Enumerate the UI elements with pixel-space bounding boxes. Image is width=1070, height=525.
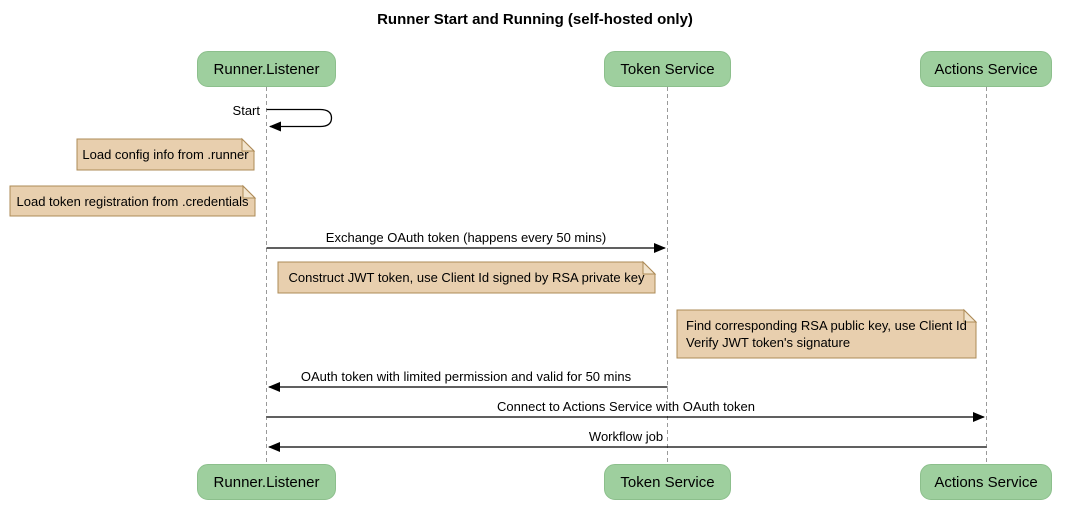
note-shape-find-rsa-key	[676, 308, 978, 359]
actor-token-service-top: Token Service	[604, 51, 731, 87]
actor-actions-service-bottom: Actions Service	[920, 464, 1052, 500]
note-shape-construct-jwt	[277, 260, 657, 294]
self-loop-start-arrow	[266, 108, 333, 132]
note-shape-load-config	[76, 137, 256, 171]
note-find-rsa-key-line-1: Find corresponding RSA public key, use C…	[686, 318, 967, 333]
note-construct-jwt: Construct JWT token, use Client Id signe…	[288, 270, 645, 285]
note-find-rsa-key-line-2: Verify JWT token's signature	[686, 335, 851, 350]
actor-runner-listener-top: Runner.Listener	[197, 51, 336, 87]
actor-token-service-bottom: Token Service	[604, 464, 731, 500]
actor-actions-service-top: Actions Service	[920, 51, 1052, 87]
message-label-exchange-oauth: Exchange OAuth token (happens every 50 m…	[323, 230, 609, 245]
actor-runner-listener-bottom: Runner.Listener	[197, 464, 336, 500]
diagram-title: Runner Start and Running (self-hosted on…	[377, 11, 693, 28]
note-shape-load-token-registration	[9, 184, 257, 217]
message-label-workflow-job: Workflow job	[586, 429, 666, 444]
note-find-rsa-key: Find corresponding RSA public key, use C…	[677, 310, 976, 358]
message-label-oauth-token-back: OAuth token with limited permission and …	[298, 369, 634, 384]
note-load-token-registration: Load token registration from .credential…	[16, 193, 249, 209]
note-load-config: Load config info from .runner	[82, 147, 249, 162]
message-label-connect-actions: Connect to Actions Service with OAuth to…	[495, 399, 757, 414]
message-label-start: Start	[232, 103, 260, 118]
